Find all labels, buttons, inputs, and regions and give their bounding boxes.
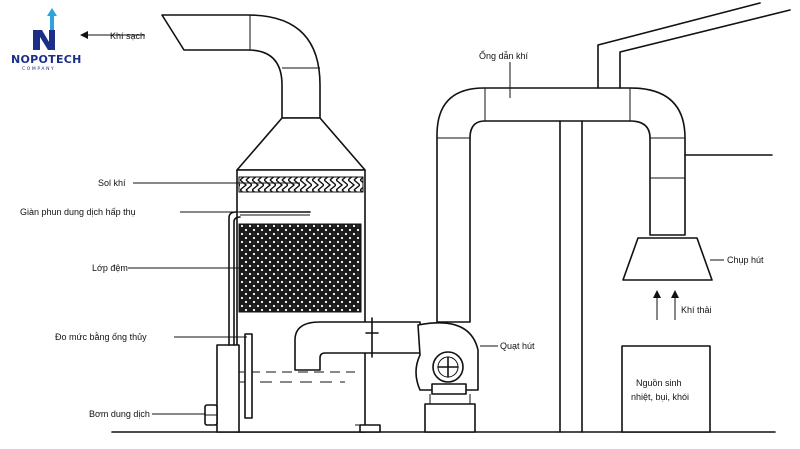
label-spray-header: Giàn phun dung dịch hấp thụ xyxy=(20,207,136,217)
exhaust-arrows xyxy=(653,290,679,320)
label-packing: Lớp đệm xyxy=(92,263,128,273)
label-exhaust: Khí thải xyxy=(681,305,712,315)
sump-tank xyxy=(216,211,241,433)
company-logo: NOPOTECH COMPANY xyxy=(11,8,82,72)
leader-lines xyxy=(128,62,724,415)
label-level-gauge: Đo mức bằng ống thủy xyxy=(55,332,147,342)
scrubber-tower xyxy=(218,117,381,433)
logo-subtitle: COMPANY xyxy=(22,66,55,72)
label-mist: Sol khí xyxy=(98,178,126,188)
source-box: Nguồn sinh nhiệt, bụi, khói xyxy=(621,345,711,433)
logo-name: NOPOTECH xyxy=(11,53,82,66)
logo-arrow-icon xyxy=(47,8,57,30)
source-label-line2: nhiệt, bụi, khói xyxy=(631,392,689,402)
exhaust-fan xyxy=(415,321,479,433)
label-duct: Ống dẫn khí xyxy=(479,50,529,61)
label-hood: Chụp hút xyxy=(727,255,764,265)
building xyxy=(559,2,791,433)
logo-mark-icon xyxy=(33,30,55,50)
pump xyxy=(204,404,218,426)
label-clean-air: Khí sạch xyxy=(110,31,145,41)
source-label-line1: Nguồn sinh xyxy=(636,378,682,388)
label-pump: Bơm dung dịch xyxy=(89,409,150,419)
main-duct xyxy=(436,87,686,323)
level-gauge xyxy=(244,333,253,419)
label-fan: Quạt hút xyxy=(500,341,535,351)
mist-eliminator xyxy=(238,176,364,193)
suction-hood xyxy=(622,237,713,281)
outlet-duct xyxy=(161,14,321,119)
